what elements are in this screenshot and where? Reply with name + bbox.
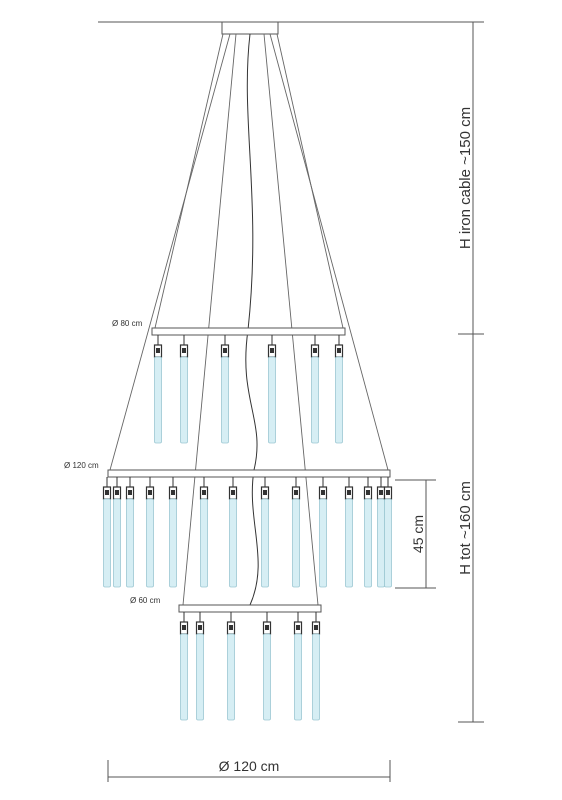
tube (334, 335, 344, 444)
tube (310, 335, 320, 444)
tube (318, 477, 328, 588)
tube (199, 477, 209, 588)
ring-bottom (178, 604, 322, 613)
dim-total-width-label: Ø 120 cm (219, 758, 280, 774)
ring-bottom-label: Ø 60 cm (130, 596, 161, 605)
tube (267, 335, 277, 444)
ring-mid (107, 469, 391, 478)
tube (262, 612, 272, 721)
dim-tube-length-label: 45 cm (410, 515, 426, 553)
tube (179, 612, 189, 721)
tube (363, 477, 373, 588)
dim-total-width (107, 760, 391, 782)
dim-cable-height-label: H iron cable ~150 cm (457, 107, 474, 249)
tube (168, 477, 178, 588)
ring-mid-label: Ø 120 cm (64, 461, 99, 470)
tube (344, 477, 354, 588)
ceiling-canopy (221, 21, 279, 35)
ring-top-label: Ø 80 cm (112, 319, 143, 328)
tube (112, 477, 122, 588)
tube (291, 477, 301, 588)
tube (226, 612, 236, 721)
tube (383, 477, 393, 588)
tube-group (102, 335, 393, 721)
tube (125, 477, 135, 588)
tube (145, 477, 155, 588)
dim-total-height-label: H tot ~160 cm (457, 481, 474, 575)
tube (260, 477, 270, 588)
dim-total-height (458, 334, 484, 723)
tube (195, 612, 205, 721)
tube (153, 335, 163, 444)
power-cable (245, 33, 259, 606)
tube (179, 335, 189, 444)
tube (293, 612, 303, 721)
tube (228, 477, 238, 588)
ring-top (151, 327, 346, 336)
tube (311, 612, 321, 721)
tube (220, 335, 230, 444)
tube (376, 477, 386, 588)
dim-tube-length (395, 479, 436, 589)
dim-cable-height (458, 21, 484, 335)
tube (102, 477, 112, 588)
suspension-cables (109, 33, 389, 606)
